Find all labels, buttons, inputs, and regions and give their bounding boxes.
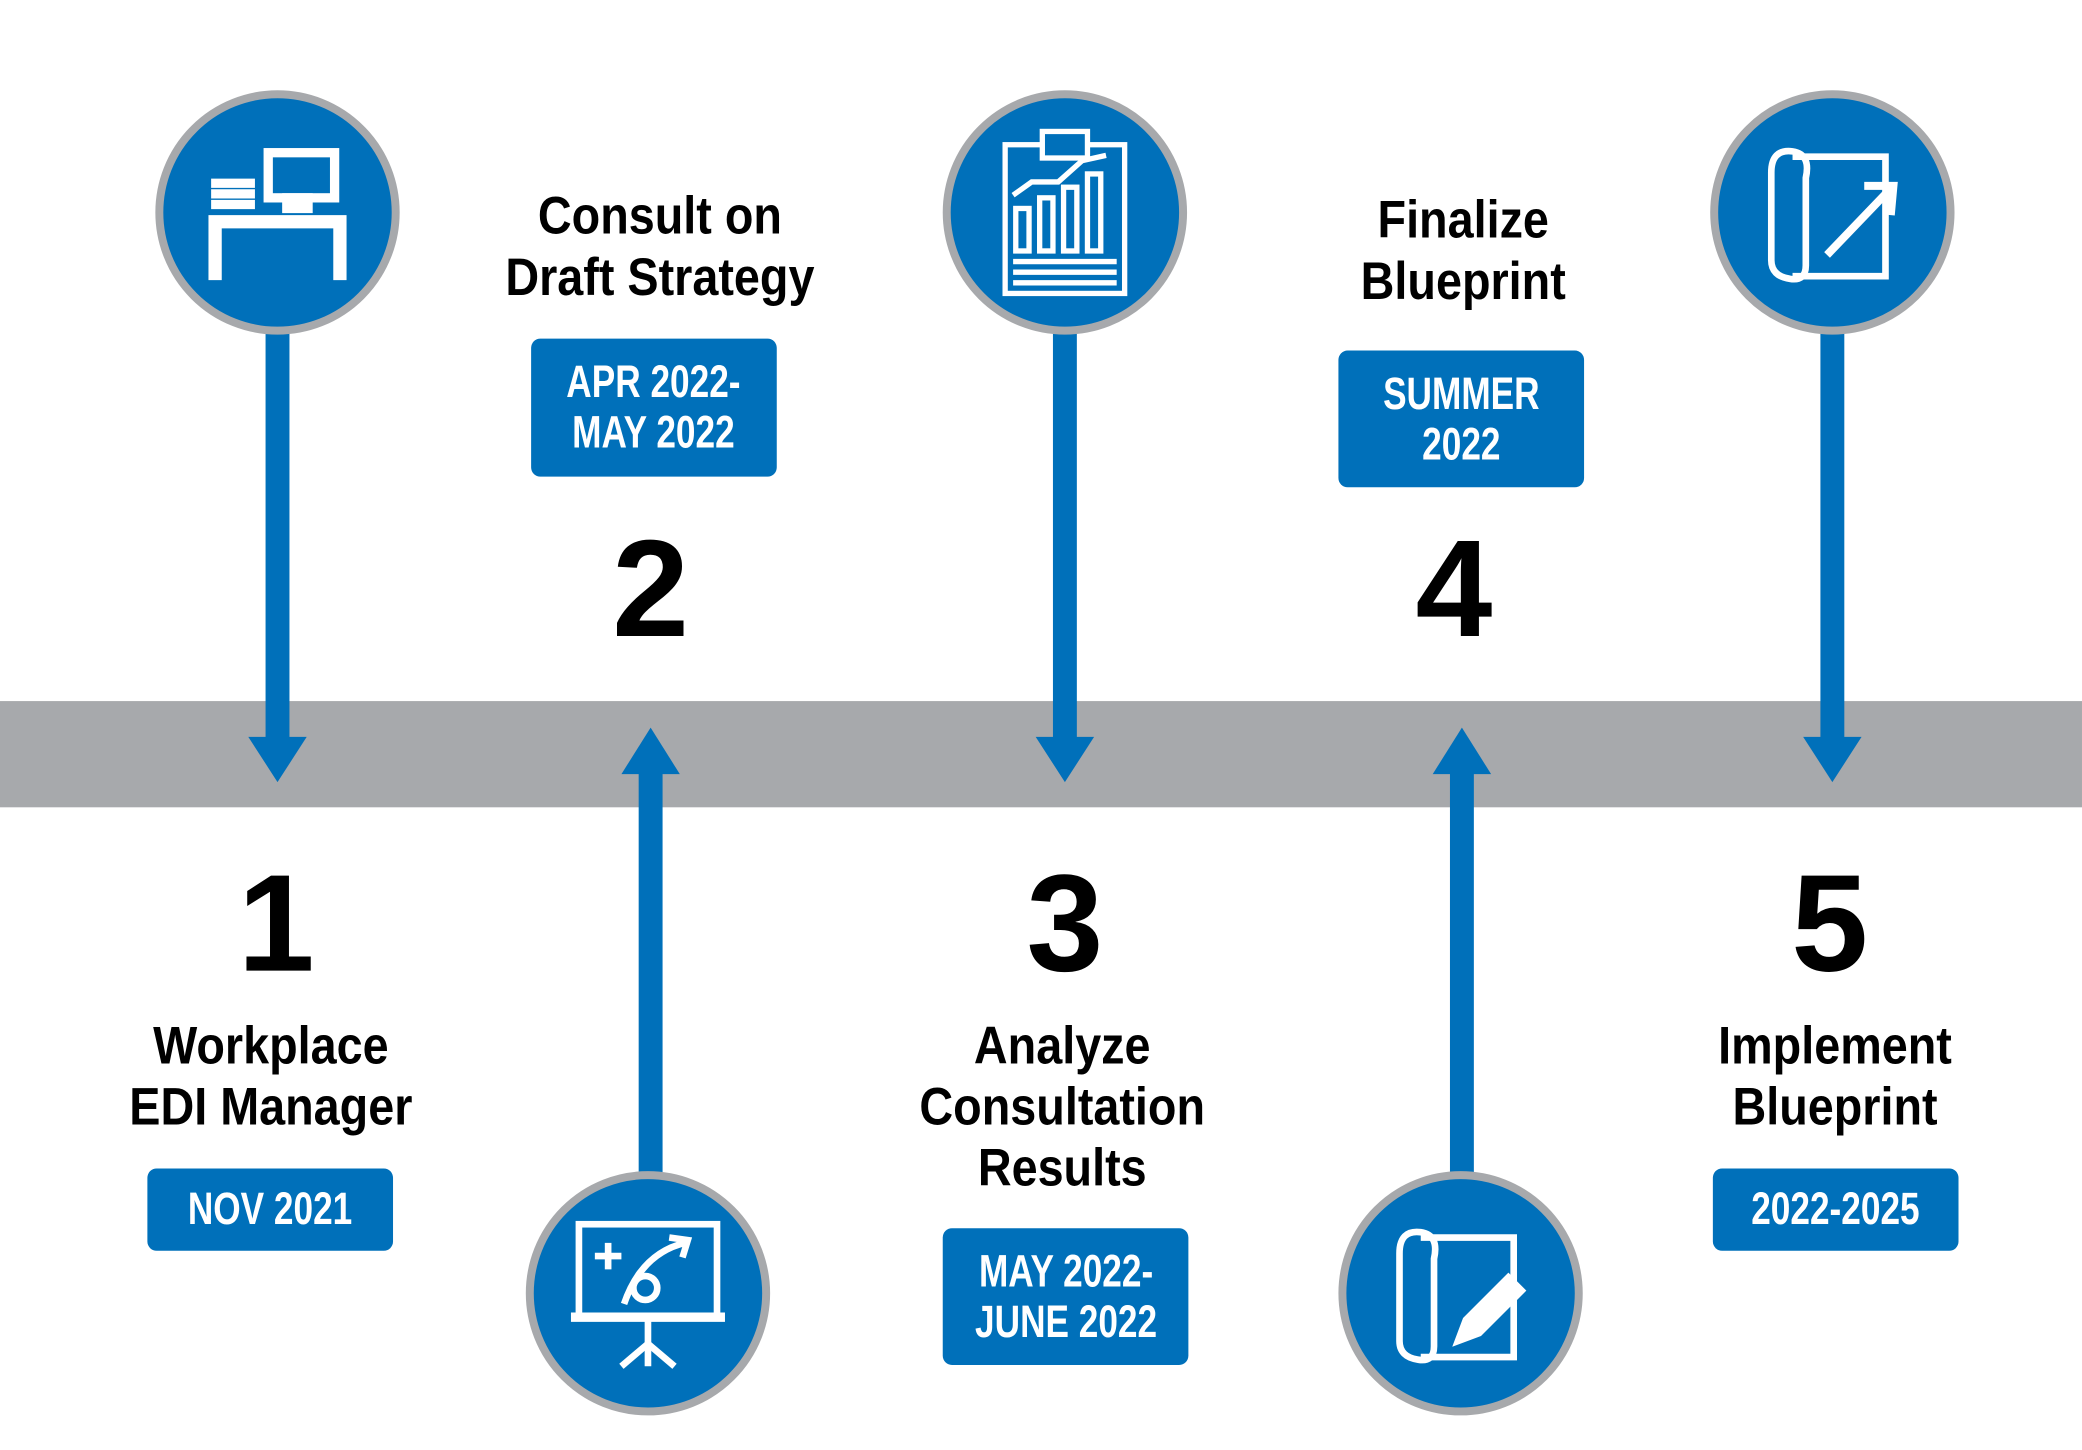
step-1-arrowhead (248, 736, 307, 783)
clipboard-chart-icon (1002, 128, 1128, 297)
step-1-connector (265, 325, 290, 740)
step-2-date-badge: APR 2022- MAY 2022 (531, 338, 777, 477)
step-5-arrowhead (1803, 736, 1862, 783)
step-5-connector (1820, 325, 1845, 740)
step-2-arrowhead (621, 727, 680, 775)
step-4-arrowhead (1432, 727, 1492, 775)
step-5-date: 2022-2025 (1751, 1184, 1920, 1235)
desk-computer-icon (208, 148, 347, 281)
step-4-date-badge: SUMMER 2022 (1338, 350, 1585, 488)
step-5-date-badge: 2022-2025 (1712, 1168, 1959, 1251)
step-3-date-badge: MAY 2022- JUNE 2022 (942, 1228, 1189, 1365)
step-4-title: Finalize Blueprint (1360, 191, 1566, 311)
step-2-icon-circle (525, 1171, 771, 1416)
step-5-number: 5 (1791, 847, 1869, 1002)
step-1-number: 1 (237, 847, 315, 1002)
step-5-title: Implement Blueprint (1718, 1017, 1952, 1137)
step-1-date: NOV 2021 (187, 1184, 353, 1235)
step-3-number: 3 (1026, 847, 1104, 1002)
step-3-connector (1052, 325, 1077, 740)
step-1-date-badge: NOV 2021 (147, 1168, 394, 1251)
step-5-icon-circle (1710, 90, 1955, 335)
step-4-number: 4 (1415, 512, 1493, 667)
step-3-arrowhead (1035, 736, 1095, 783)
step-4-connector (1449, 770, 1474, 1182)
blueprint-edit-icon (1396, 1228, 1527, 1364)
step-2-date: APR 2022- MAY 2022 (566, 357, 742, 459)
blueprint-arrow-icon (1767, 147, 1898, 283)
step-3-icon-circle (942, 90, 1188, 335)
step-2-connector (638, 770, 663, 1182)
step-2-title: Consult on Draft Strategy (505, 187, 815, 307)
step-3-date: MAY 2022- JUNE 2022 (974, 1246, 1157, 1348)
step-4-icon-circle (1338, 1171, 1583, 1416)
step-4-date: SUMMER 2022 (1382, 368, 1540, 470)
step-1-title: Workplace EDI Manager (129, 1017, 413, 1137)
step-3-title: Analyze Consultation Results (919, 1017, 1206, 1198)
step-2-number: 2 (612, 512, 690, 667)
presentation-board-icon (570, 1220, 725, 1369)
step-1-icon-circle (155, 90, 400, 335)
